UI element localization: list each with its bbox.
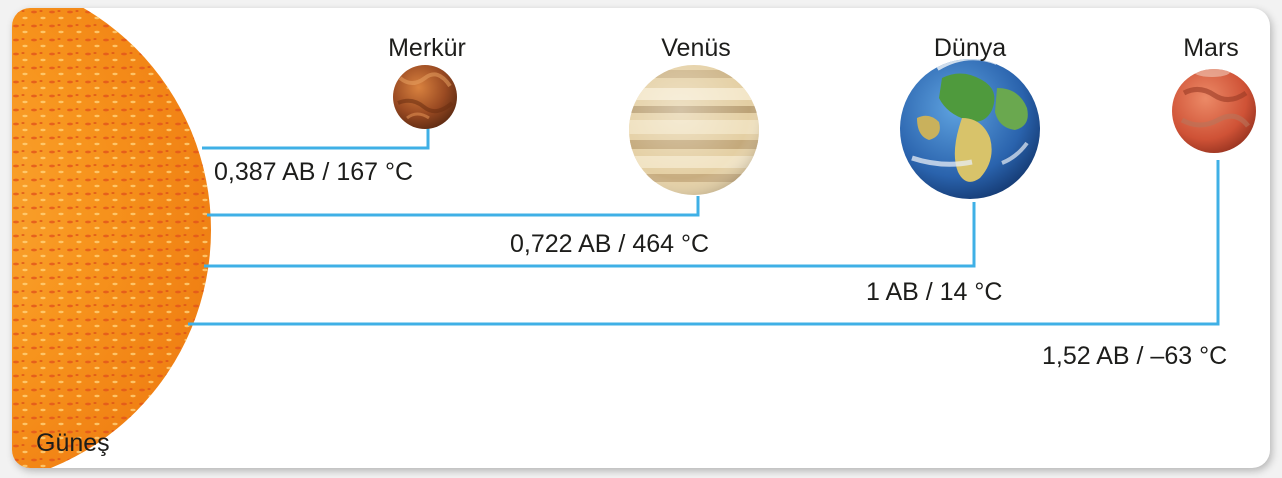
solar-system-diagram [12, 8, 1256, 468]
connector-lines [188, 126, 1220, 326]
planet-info-venus: 0,722 AB / 464 °C [510, 230, 710, 258]
connector-venus [207, 196, 700, 217]
planet-info-mars: 1,52 AB / –63 °C [1042, 342, 1228, 370]
planet-name-mars: Mars [1183, 34, 1239, 62]
connector-merkur [202, 126, 430, 150]
sun-name: Güneş [36, 429, 110, 457]
planet-name-merkur: Merkür [388, 34, 466, 62]
connector-dunya [204, 202, 976, 268]
earth-planet [900, 59, 1040, 199]
diagram-frame: Merkür Venüs Dünya Mars Güneş 0,387 AB /… [12, 8, 1270, 468]
mars-planet [1172, 69, 1256, 153]
venus-planet [629, 65, 759, 195]
planet-info-dunya: 1 AB / 14 °C [866, 278, 1003, 306]
planet-info-merkur: 0,387 AB / 167 °C [214, 158, 414, 186]
connector-mars [188, 160, 1220, 326]
planet-name-dunya: Dünya [933, 34, 1007, 62]
planet-name-venus: Venüs [661, 34, 731, 62]
sun-shape [12, 8, 211, 468]
mercury-planet [393, 65, 457, 129]
